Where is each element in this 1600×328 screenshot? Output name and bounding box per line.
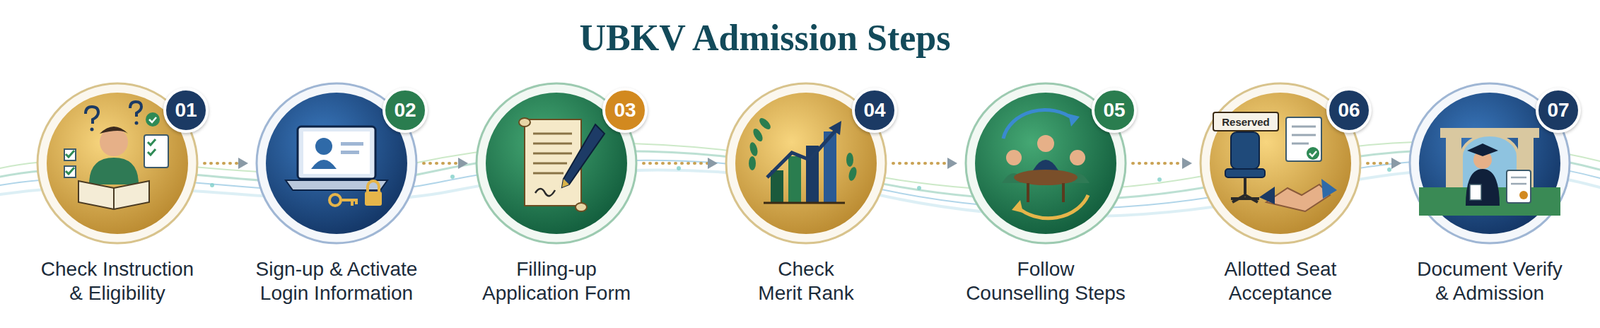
step-label: Check Instruction & Eligibility (35, 257, 200, 305)
step-number-badge: 03 (602, 87, 648, 133)
step-circle: Check Instruction & Eligibility01 (36, 82, 199, 245)
step-label: Allotted Seat Acceptance (1219, 257, 1342, 305)
dotted-arrow (423, 157, 469, 169)
label-holder: Filling-up Application Form (474, 257, 639, 305)
sign-label: Reserved (1213, 116, 1279, 128)
step-label: Check Merit Rank (755, 257, 857, 305)
label-holder: Check Instruction & Eligibility (35, 257, 200, 305)
step-circle: Document Verify & Admission07 (1408, 82, 1572, 245)
label-holder: Sign-up & Activate Login Information (249, 257, 424, 305)
step-label: Filling-up Application Form (474, 257, 639, 305)
callout-number: 02 (393, 100, 416, 121)
step-number-badge: 04 (851, 87, 898, 133)
step-circle: Allotted Seat Acceptance06 (1199, 82, 1362, 245)
step-number-badge: 02 (382, 87, 428, 133)
step-number-badge: 07 (1535, 87, 1581, 133)
step-circle: Check Merit Rank04 (724, 82, 888, 245)
step-circle: Filling-up Application Form03 (475, 82, 638, 245)
dotted-arrow (892, 157, 958, 169)
label-holder: Check Merit Rank (755, 257, 857, 305)
dotted-arrow (1132, 157, 1193, 169)
dotted-arrow (1367, 157, 1402, 169)
diagram-title: UBKV Admission Steps (340, 16, 1190, 59)
step-label: Document Verify & Admission (1411, 257, 1569, 305)
step-circle: Sign-up & Activate Login Information02 (255, 82, 418, 245)
callout-number: 06 (1337, 100, 1360, 121)
step-number-badge: 05 (1091, 87, 1137, 133)
label-holder: Allotted Seat Acceptance (1219, 257, 1342, 305)
callout-number: 01 (174, 100, 197, 121)
callout-number: 07 (1546, 100, 1569, 121)
label-holder: Document Verify & Admission (1411, 257, 1569, 305)
dotted-arrow (204, 157, 249, 169)
step-number-badge: 01 (163, 87, 209, 133)
callout-number: 04 (863, 100, 886, 121)
callout-number: 03 (613, 100, 636, 121)
dotted-arrow (643, 157, 718, 169)
callout-number: 05 (1102, 100, 1125, 121)
step-circle: Follow Counselling Steps05 (964, 82, 1127, 245)
step-number-badge: 06 (1326, 87, 1372, 133)
step-label: Sign-up & Activate Login Information (249, 257, 424, 305)
label-holder: Follow Counselling Steps (964, 257, 1128, 305)
step-label: Follow Counselling Steps (964, 257, 1128, 305)
